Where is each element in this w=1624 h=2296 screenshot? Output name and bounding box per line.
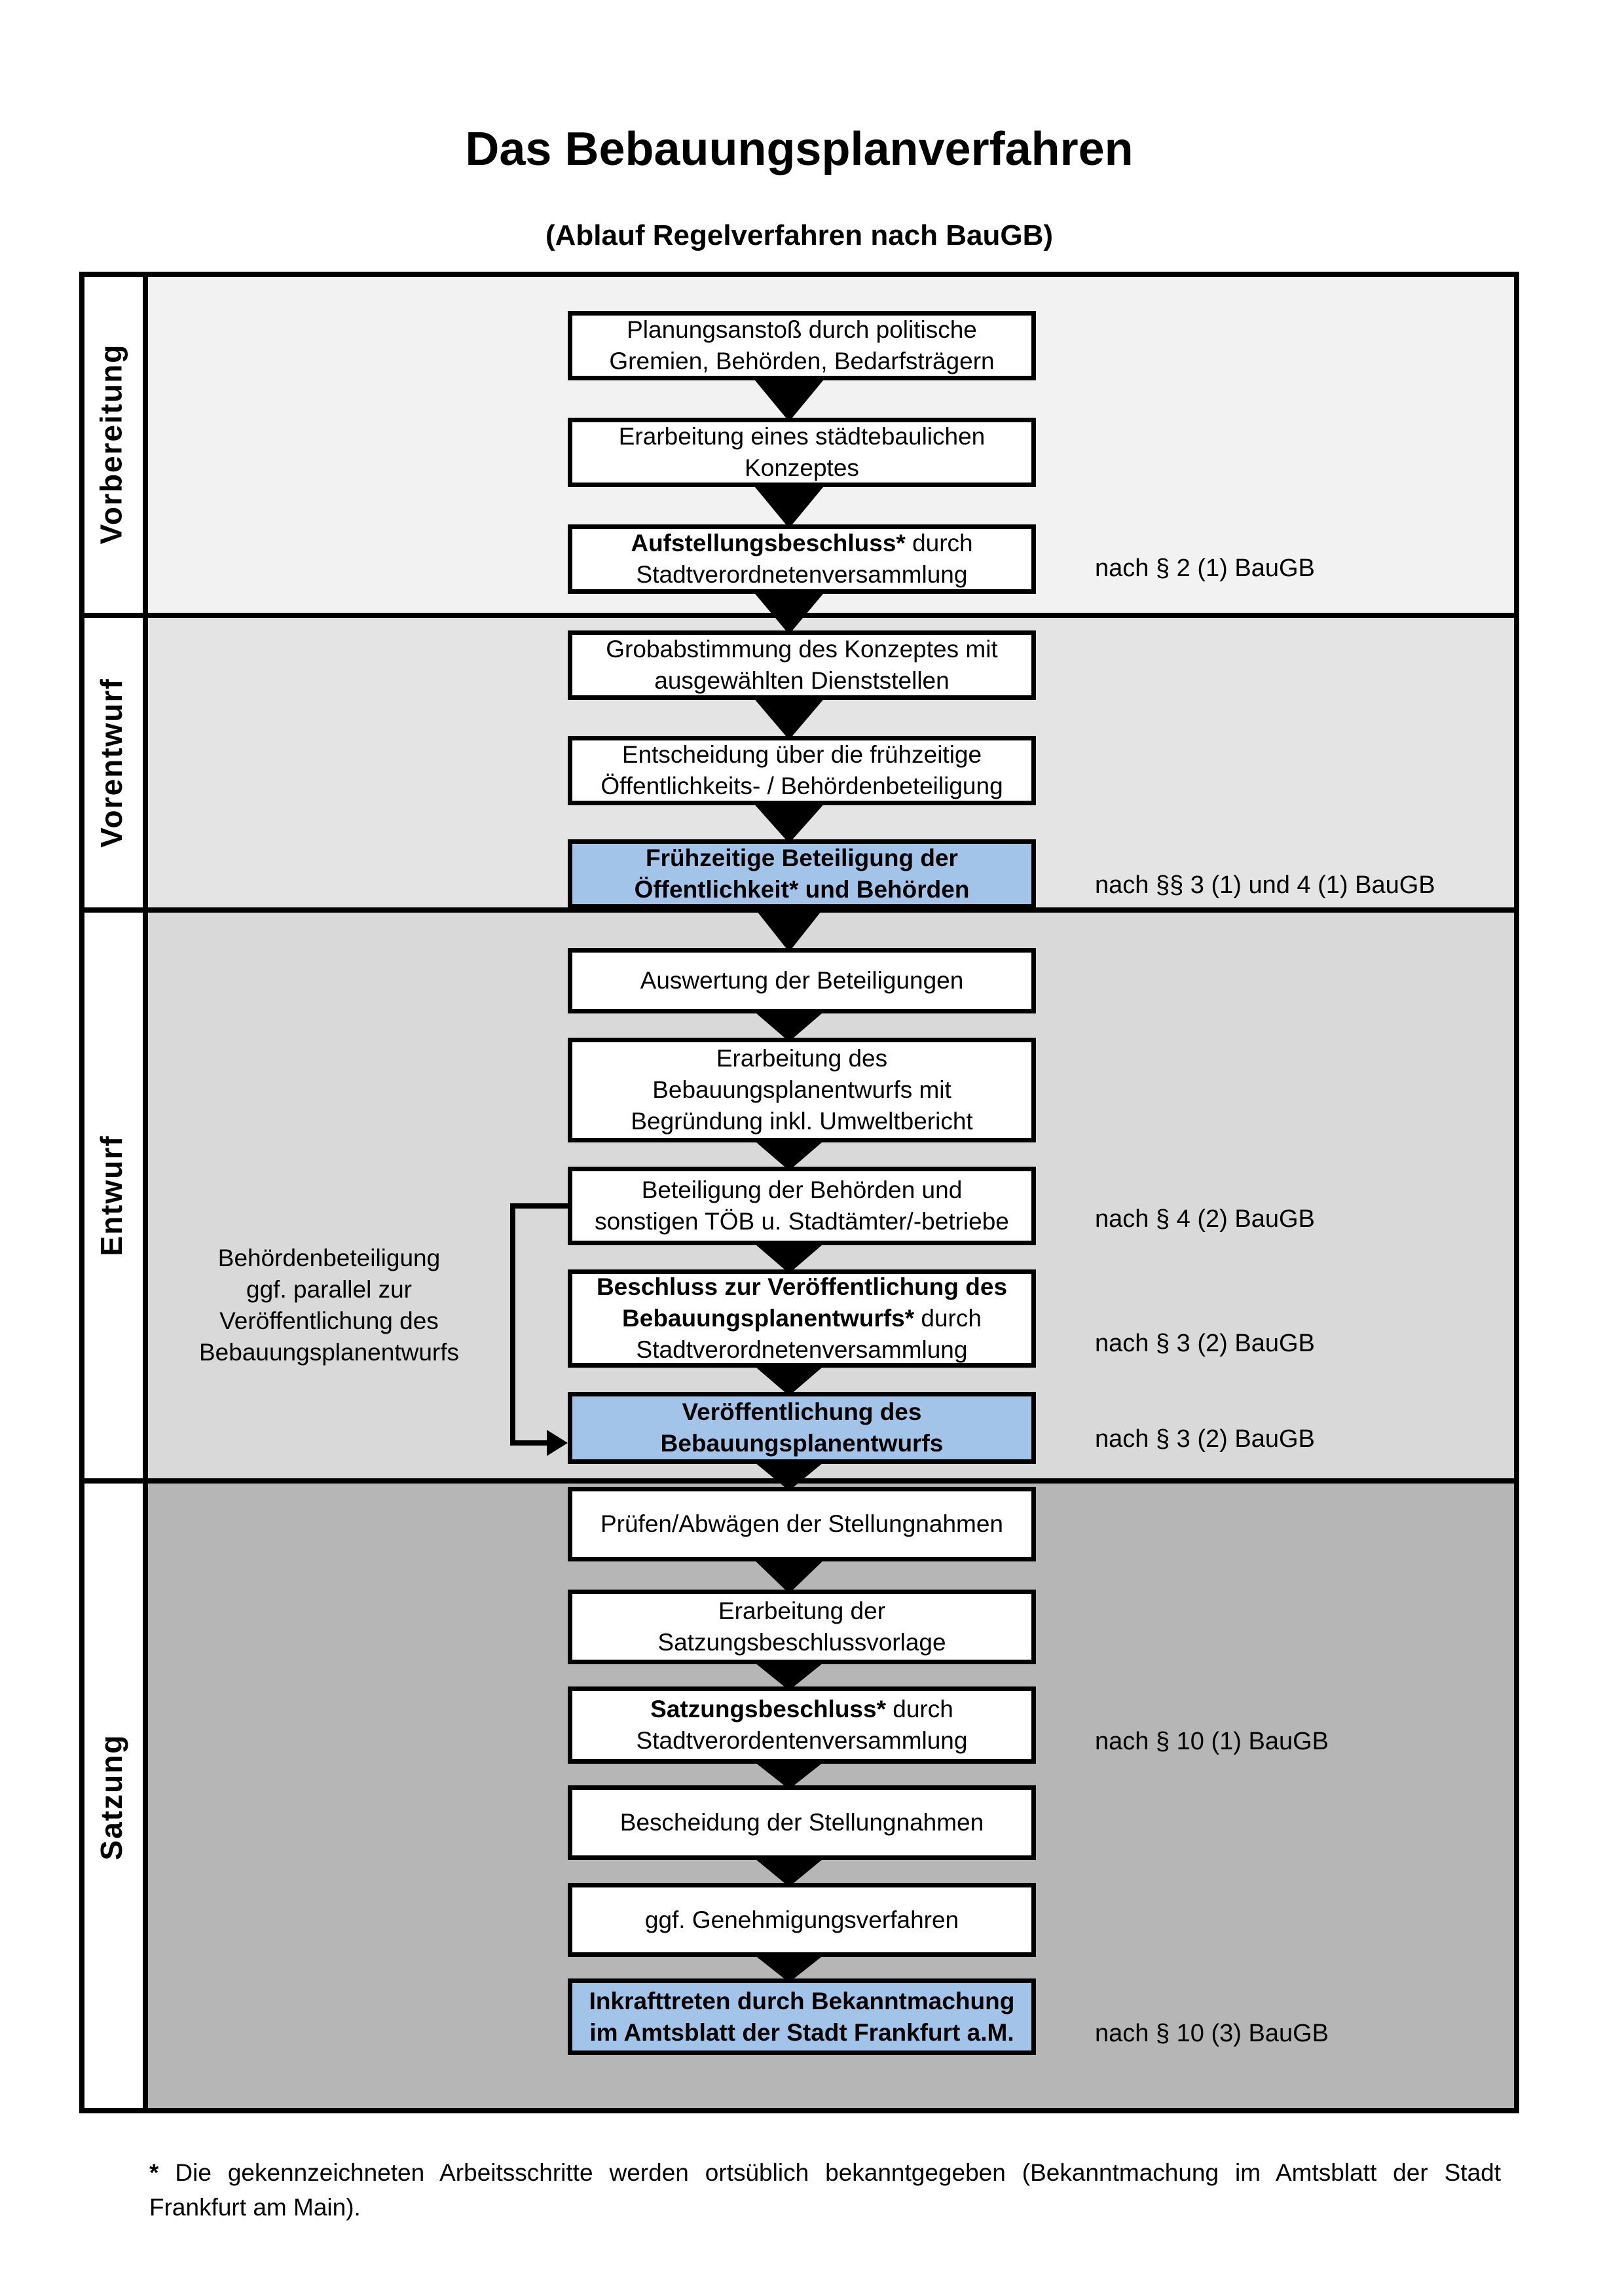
box-text-line: Stadtverordentenversammlung (636, 1727, 968, 1754)
process-step-box: Beteiligung der Behörden und sonstigen TÖ… (568, 1167, 1036, 1245)
flow-frame (79, 272, 1519, 2113)
down-arrow-icon (752, 590, 826, 634)
footnote-text: Die gekennzeichneten Arbeitsschritte wer… (175, 2159, 1502, 2186)
down-arrow-icon (752, 1010, 826, 1042)
parallel-note-line: ggf. parallel zur (246, 1276, 412, 1303)
box-text-line: Grobabstimmung des Konzeptes mit (606, 636, 998, 663)
box-text-line: Erarbeitung des (716, 1045, 888, 1072)
box-text-line: Gremien, Behörden, Bedarfsträgern (609, 348, 995, 374)
box-text-line: Öffentlichkeit* und Behörden (634, 876, 970, 903)
box-text-line: Erarbeitung eines städtebaulichen (618, 423, 986, 450)
connector-arrow-icon (547, 1430, 568, 1456)
parallel-note-line: Behördenbeteiligung (217, 1245, 441, 1271)
box-text-line: Stadtverordnetenversammlung (636, 1336, 968, 1363)
connector-line (510, 1203, 568, 1209)
box-text-line: Beschluss zur Veröffentlichung des (596, 1273, 1008, 1300)
down-arrow-icon (752, 1139, 826, 1171)
page-title: Das Bebauungsplanverfahren (465, 123, 1134, 175)
down-arrow-icon (752, 1660, 826, 1690)
parallel-note-line: Veröffentlichung des (219, 1307, 439, 1334)
box-text-line: Auswertung der Beteiligungen (640, 967, 964, 994)
box-text-line: Prüfen/Abwägen der Stellungnahmen (600, 1510, 1004, 1537)
box-text-line: Erarbeitung der (718, 1597, 886, 1624)
box-text-line: sonstigen TÖB u. Stadtämter/-betriebe (595, 1208, 1009, 1235)
label-column-divider (143, 272, 148, 2113)
down-arrow-icon (752, 1364, 826, 1396)
legal-reference: nach § 4 (2) BauGB (1095, 1205, 1315, 1233)
box-text-line: Frühzeitige Beteiligung der (646, 845, 958, 871)
box-text-line: Bebauungsplanentwurfs mit (652, 1076, 951, 1103)
box-text-line: Konzeptes (745, 454, 859, 481)
box-text-line: Inkrafttreten durch Bekanntmachung (589, 1987, 1015, 2014)
process-step-box: Prüfen/Abwägen der Stellungnahmen (568, 1487, 1036, 1561)
box-text-line: ggf. Genehmigungsverfahren (644, 1906, 959, 1933)
process-step-box: Grobabstimmung des Konzeptes mit ausgewäh… (568, 630, 1036, 700)
connector-line (510, 1440, 547, 1446)
process-step-box: Inkrafttreten durch Bekanntmachung im Amt… (568, 1978, 1036, 2055)
box-text-line: Beteiligung der Behörden und (641, 1176, 963, 1203)
down-arrow-icon (752, 905, 826, 952)
down-arrow-icon (752, 376, 826, 422)
legal-reference: nach § 2 (1) BauGB (1095, 555, 1315, 582)
box-text-line: Satzungsbeschlussvorlage (657, 1629, 946, 1656)
box-text-line: Bebauungsplanentwurfs* durch (622, 1305, 982, 1332)
connector-line (510, 1203, 515, 1446)
box-text-line: im Amtsblatt der Stadt Frankfurt a.M. (589, 2018, 1014, 2046)
down-arrow-icon (752, 1460, 826, 1491)
box-text-line: Veröffentlichung des (682, 1398, 922, 1425)
process-step-box: ggf. Genehmigungsverfahren (568, 1883, 1036, 1957)
down-arrow-icon (752, 1953, 826, 1982)
footnote-marker: * (149, 2159, 159, 2186)
legal-reference: nach § 10 (3) BauGB (1095, 2020, 1329, 2047)
parallel-note-line: Bebauungsplanentwurfs (198, 1339, 459, 1366)
process-step-box: Bescheidung der Stellungnahmen (568, 1785, 1036, 1860)
box-text-line: Bebauungsplanentwurfs (660, 1430, 944, 1457)
legal-reference: nach § 3 (2) BauGB (1095, 1425, 1315, 1453)
legal-reference: nach §§ 3 (1) und 4 (1) BauGB (1095, 871, 1435, 899)
down-arrow-icon (752, 1856, 826, 1887)
box-text-line: Satzungsbeschluss* durch (650, 1696, 953, 1722)
legal-reference: nach § 10 (1) BauGB (1095, 1728, 1329, 1755)
process-step-box: Auswertung der Beteiligungen (568, 948, 1036, 1013)
box-text-line: Entscheidung über die frühzeitige (621, 741, 982, 768)
box-text-line: Bescheidung der Stellungnahmen (619, 1809, 984, 1836)
down-arrow-icon (752, 696, 826, 740)
down-arrow-icon (752, 801, 826, 843)
box-text-line: Stadtverordnetenversammlung (636, 561, 968, 588)
footnote-line: * Die gekennzeichneten Arbeitsschritte w… (149, 2155, 1501, 2190)
down-arrow-icon (752, 1760, 826, 1789)
phase-label-column (79, 272, 143, 2113)
box-text-line: Aufstellungsbeschluss* durch (631, 530, 973, 556)
down-arrow-icon (752, 483, 826, 528)
box-text-line: ausgewählten Dienststellen (654, 667, 950, 694)
box-text-line: Öffentlichkeits- / Behördenbeteiligung (600, 773, 1003, 799)
legal-reference: nach § 3 (2) BauGB (1095, 1330, 1315, 1357)
box-text-line: Begründung inkl. Umweltbericht (631, 1108, 973, 1135)
page-subtitle: (Ablauf Regelverfahren nach BauGB) (545, 219, 1054, 251)
footnote-line: Frankfurt am Main). (149, 2194, 361, 2221)
box-text-line: Planungsanstoß durch politische (627, 316, 977, 343)
footnote: * Die gekennzeichneten Arbeitsschritte w… (149, 2155, 1501, 2225)
down-arrow-icon (752, 1558, 826, 1594)
down-arrow-icon (752, 1241, 826, 1273)
